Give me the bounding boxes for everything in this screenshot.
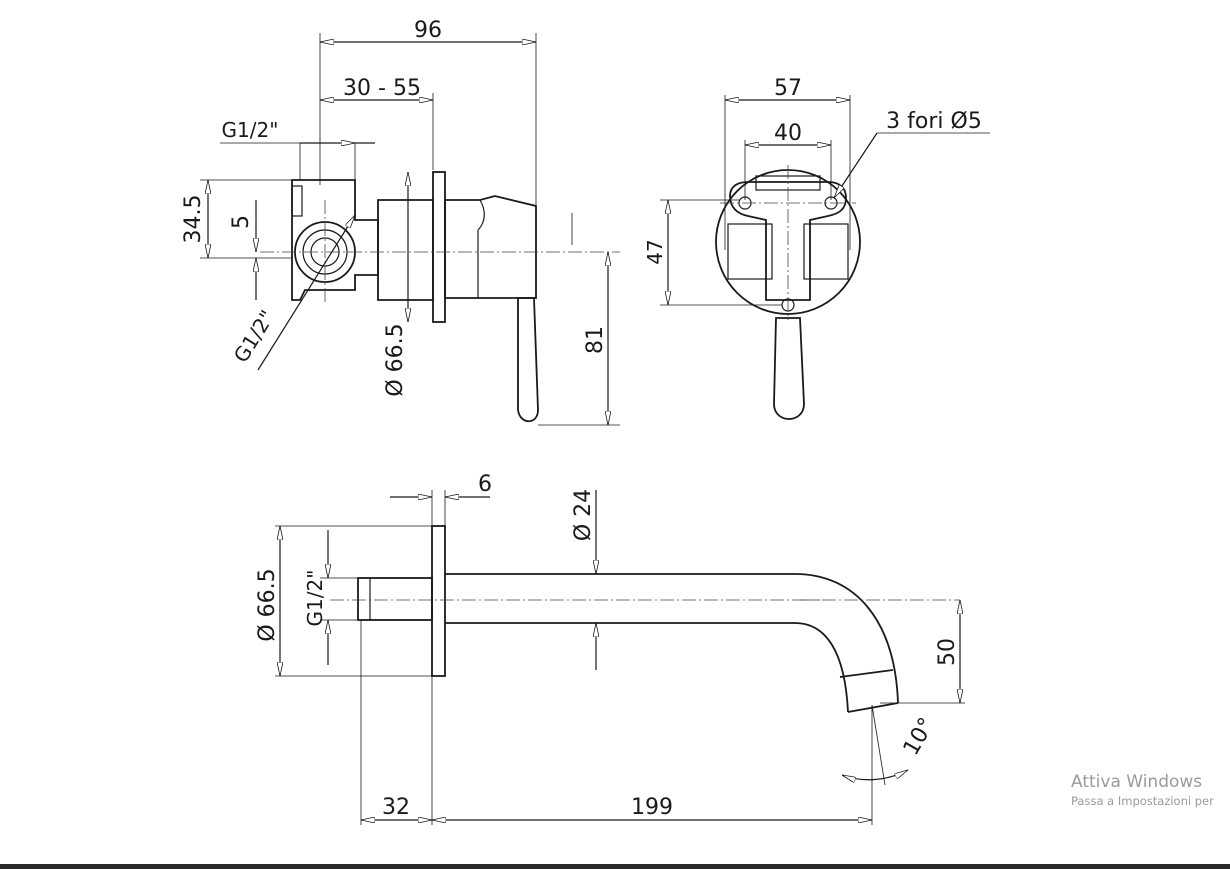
dim-5: 5 bbox=[229, 215, 254, 229]
dim-50: 50 bbox=[935, 638, 960, 666]
dim-24: Ø 24 bbox=[571, 489, 596, 541]
spout-side-view: 6 Ø 24 Ø 66.5 G1/2" 50 10° 32 199 bbox=[255, 472, 965, 825]
dim-30-55: 30 - 55 bbox=[343, 76, 421, 101]
watermark-subtitle: Passa a Impostazioni per bbox=[1071, 794, 1214, 808]
dim-66-5-vertical: Ø 66.5 bbox=[383, 323, 408, 396]
dim-g12-diag: G1/2" bbox=[229, 306, 280, 367]
dim-47: 47 bbox=[643, 239, 667, 264]
dim-10-deg: 10° bbox=[899, 714, 940, 760]
dim-32: 32 bbox=[382, 795, 410, 820]
dim-34-5: 34.5 bbox=[181, 195, 206, 244]
activation-watermark: Attiva Windows Passa a Impostazioni per bbox=[1071, 772, 1214, 808]
dim-81: 81 bbox=[583, 326, 608, 354]
dim-g12-top: G1/2" bbox=[222, 118, 279, 142]
dim-199: 199 bbox=[631, 795, 673, 820]
dim-g12-bottom: G1/2" bbox=[303, 570, 327, 627]
mixer-front-view: 57 40 3 fori Ø5 47 bbox=[643, 76, 990, 420]
dim-57: 57 bbox=[774, 76, 802, 101]
mixer-side-view: 96 30 - 55 G1/2" 34.5 5 G1/2" Ø 66.5 81 bbox=[181, 18, 620, 426]
watermark-title: Attiva Windows bbox=[1071, 772, 1203, 792]
dim-96: 96 bbox=[414, 18, 442, 43]
taskbar-strip bbox=[0, 864, 1230, 869]
dim-6: 6 bbox=[478, 472, 492, 497]
dim-3-fori: 3 fori Ø5 bbox=[886, 109, 982, 134]
dim-66-5-bottom: Ø 66.5 bbox=[255, 568, 280, 641]
dim-40: 40 bbox=[774, 121, 802, 146]
